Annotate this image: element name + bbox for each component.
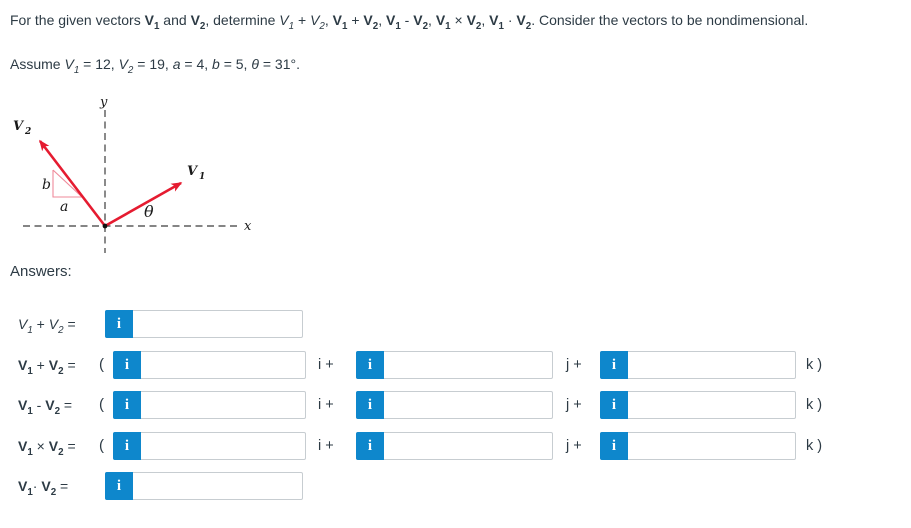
answer-input-k[interactable] (630, 434, 792, 458)
info-button[interactable]: i (356, 391, 384, 419)
slope-triangle (52, 169, 84, 198)
answer-row-v1-dot-v2: V1· V2 = i (0, 472, 911, 500)
answer-input-j[interactable] (386, 353, 549, 377)
answer-input-i[interactable] (143, 434, 302, 458)
info-button[interactable]: i (105, 472, 133, 500)
unit-i-label: i + (318, 438, 334, 454)
row-label: V1 + V2 = (18, 357, 76, 377)
answer-field-k: i (600, 391, 796, 419)
unit-k-label: k ) (806, 438, 823, 454)
answer-input-j[interactable] (386, 434, 549, 458)
assumptions-line: Assume V1 = 12, V2 = 19, a = 4, b = 5, θ… (10, 56, 300, 76)
x-axis-label: x (244, 219, 252, 234)
triangle-leg-a-label: a (60, 199, 68, 215)
info-button[interactable]: i (600, 391, 628, 419)
answer-field: i (105, 310, 303, 338)
row-label: V1· V2 = (18, 478, 69, 498)
info-button[interactable]: i (600, 432, 628, 460)
open-paren: ( (99, 437, 104, 454)
vector-v2-label: V (13, 119, 25, 134)
vector-v2-sub: 2 (24, 127, 31, 137)
answer-field-k: i (600, 432, 796, 460)
answer-input[interactable] (135, 474, 299, 498)
open-paren: ( (99, 396, 104, 413)
answer-field-k: i (600, 351, 796, 379)
vector-v2-arrow (38, 139, 107, 227)
problem-statement: For the given vectors V1 and V2, determi… (10, 12, 809, 32)
unit-j-label: j + (566, 438, 582, 454)
y-axis-label: y (99, 95, 108, 110)
info-button[interactable]: i (600, 351, 628, 379)
vector-v1-sub: 1 (199, 172, 205, 182)
unit-j-label: j + (566, 357, 582, 373)
row-label: V1 - V2 = (18, 397, 73, 417)
answer-row-v1-minus-v2-vector: V1 - V2 = ( i i + i j + i k ) (0, 391, 911, 419)
unit-k-label: k ) (806, 357, 823, 373)
vector-v1-arrow (104, 181, 183, 228)
triangle-leg-b-label: b (42, 177, 51, 193)
info-button[interactable]: i (113, 391, 141, 419)
open-paren: ( (99, 356, 104, 373)
answer-field-i: i (113, 432, 306, 460)
unit-i-label: i + (318, 357, 334, 373)
angle-theta-label: θ (144, 202, 154, 221)
answer-input[interactable] (135, 312, 299, 336)
answer-input-k[interactable] (630, 393, 792, 417)
unit-j-label: j + (566, 397, 582, 413)
answer-field-i: i (113, 391, 306, 419)
answers-heading: Answers: (10, 263, 72, 280)
answer-field: i (105, 472, 303, 500)
vector-v1-label: V (187, 164, 199, 179)
row-label: V1 × V2 = (18, 438, 76, 458)
answer-input-j[interactable] (386, 393, 549, 417)
row-label: V1 + V2 = (18, 316, 76, 336)
info-button[interactable]: i (356, 432, 384, 460)
answer-field-j: i (356, 351, 553, 379)
unit-i-label: i + (318, 397, 334, 413)
vector-figure: y x V 2 V 1 b a θ (13, 95, 252, 253)
answer-row-v1-cross-v2-vector: V1 × V2 = ( i i + i j + i k ) (0, 432, 911, 460)
info-button[interactable]: i (356, 351, 384, 379)
answer-row-v1-plus-v2-magnitude: V1 + V2 = i (0, 310, 911, 338)
info-button[interactable]: i (105, 310, 133, 338)
answer-input-k[interactable] (630, 353, 792, 377)
answer-row-v1-plus-v2-vector: V1 + V2 = ( i i + i j + i k ) (0, 351, 911, 379)
answer-input-i[interactable] (143, 393, 302, 417)
answer-field-i: i (113, 351, 306, 379)
answer-input-i[interactable] (143, 353, 302, 377)
origin-dot (102, 223, 108, 229)
answer-field-j: i (356, 432, 553, 460)
info-button[interactable]: i (113, 351, 141, 379)
info-button[interactable]: i (113, 432, 141, 460)
answer-field-j: i (356, 391, 553, 419)
unit-k-label: k ) (806, 397, 823, 413)
